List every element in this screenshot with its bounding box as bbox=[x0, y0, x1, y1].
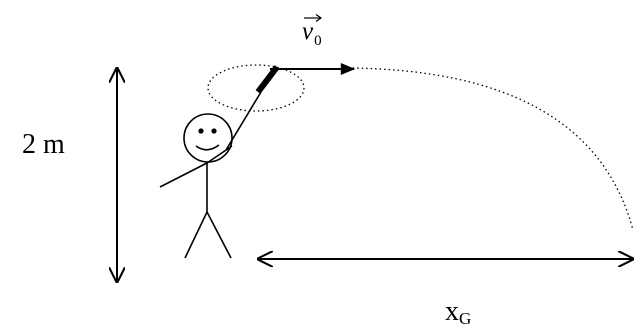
figure-head bbox=[183, 113, 233, 163]
rotation-ellipse bbox=[207, 64, 305, 112]
range-subscript: G bbox=[459, 309, 472, 328]
figure-right-arm bbox=[206, 145, 233, 164]
figure-smile bbox=[195, 144, 220, 151]
velocity-symbol: v bbox=[302, 18, 314, 45]
figure-right-eye bbox=[211, 128, 217, 134]
figure-left-leg bbox=[184, 211, 208, 259]
trajectory-curve bbox=[347, 67, 634, 231]
hammer-cable bbox=[225, 91, 262, 151]
range-label: xG bbox=[445, 298, 471, 333]
vector-arrow-icon bbox=[304, 14, 323, 22]
figure-left-eye bbox=[198, 128, 204, 134]
height-label: 2 m bbox=[22, 129, 65, 160]
stick-figure bbox=[159, 113, 233, 259]
projectile-diagram bbox=[0, 63, 635, 326]
hammer-handle bbox=[255, 65, 280, 94]
range-symbol: x bbox=[445, 296, 459, 327]
velocity-label: v0 bbox=[302, 19, 322, 54]
figure-left-arm bbox=[159, 162, 208, 188]
figure-right-leg bbox=[206, 211, 232, 259]
velocity-subscript: 0 bbox=[314, 33, 322, 49]
